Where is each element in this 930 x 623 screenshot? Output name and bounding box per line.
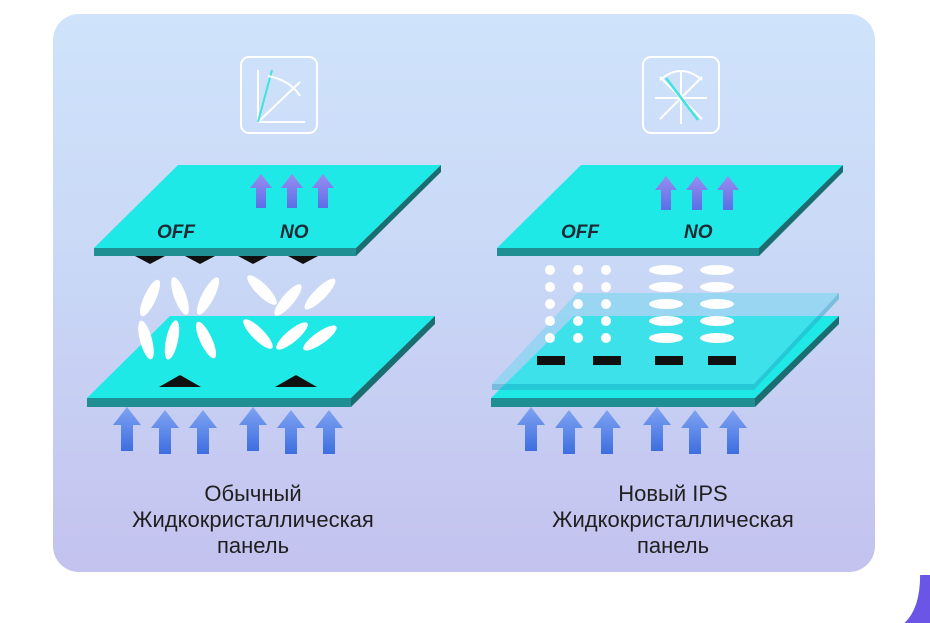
left-panel: OFF NO [87, 56, 441, 454]
caption-right-line-1: Новый IPS [618, 481, 728, 506]
liquid-crystals-right [545, 265, 734, 343]
arrow-up-icon [189, 410, 217, 454]
arrow-up-icon [555, 410, 583, 454]
backlight-arrows-left [113, 407, 343, 454]
on-label-left: NO [280, 222, 309, 243]
caption-left-line-1: Обычный [204, 481, 302, 506]
arrow-up-icon [151, 410, 179, 454]
caption-left-line-3: панель [216, 533, 290, 558]
caption-right: Новый IPS Жидкокристаллическая панель [493, 481, 853, 559]
viewing-angle-wide-icon [642, 56, 720, 134]
arrow-up-icon [643, 407, 671, 451]
right-panel: OFF NO [491, 56, 843, 454]
caption-left-line-2: Жидкокристаллическая [132, 507, 374, 532]
caption-right-line-2: Жидкокристаллическая [552, 507, 794, 532]
arrow-up-icon [315, 410, 343, 454]
arrow-up-icon [719, 410, 747, 454]
off-label-left: OFF [157, 222, 196, 243]
diagram-card [53, 14, 875, 572]
caption-right-line-3: панель [636, 533, 710, 558]
liquid-crystals-left [138, 275, 337, 360]
arrow-up-icon [681, 410, 709, 454]
viewing-angle-narrow-icon [240, 56, 318, 134]
arrow-up-icon [239, 407, 267, 451]
upper-plate-left: OFF NO [94, 165, 441, 264]
arrow-up-icon [593, 410, 621, 454]
emitted-light-arrows-right [655, 176, 739, 210]
arrow-up-icon [277, 410, 305, 454]
on-label-right: NO [684, 222, 713, 243]
arrow-up-icon [113, 407, 141, 451]
arrow-up-icon [517, 407, 545, 451]
backlight-arrows-right [517, 407, 747, 454]
upper-plate-right: OFF NO [497, 165, 843, 256]
corner-decoration [904, 575, 930, 623]
emitted-light-arrows-left [250, 174, 334, 208]
caption-left: Обычный Жидкокристаллическая панель [73, 481, 433, 559]
off-label-right: OFF [561, 222, 600, 243]
